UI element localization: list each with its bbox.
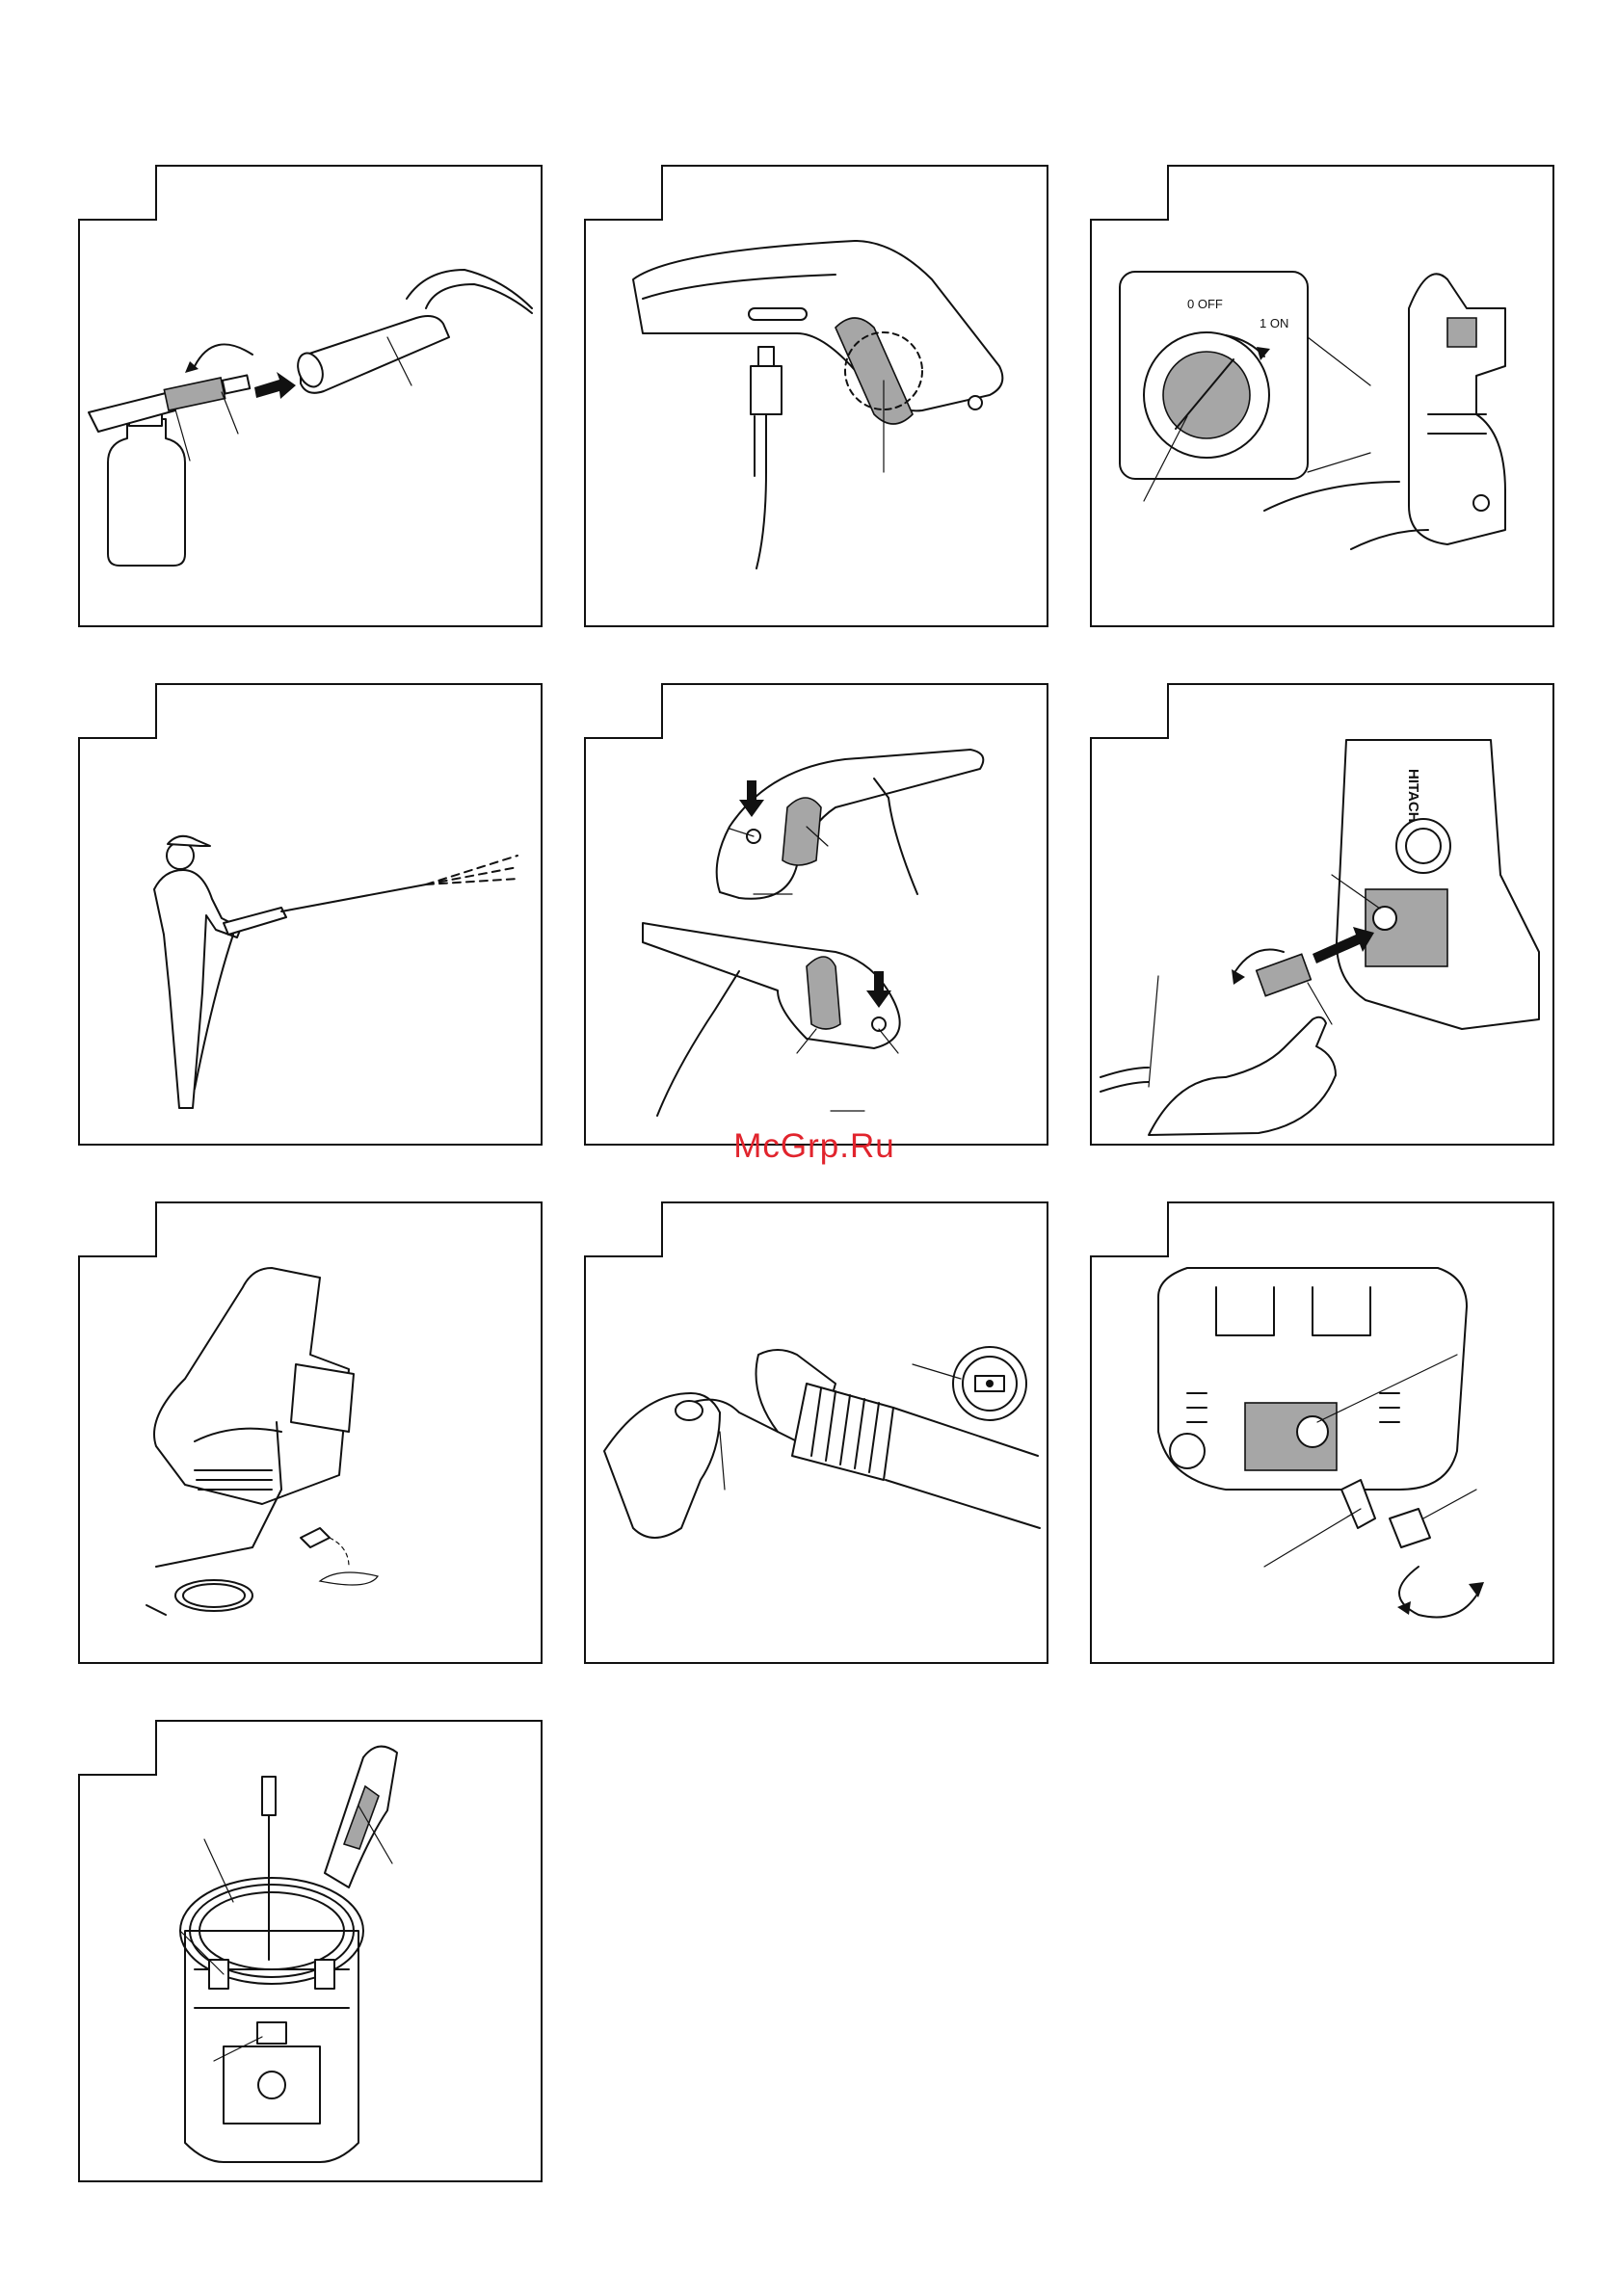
figure-panel-2 bbox=[585, 164, 1048, 626]
figure-1-drawing bbox=[79, 164, 542, 626]
figure-panel-3: 0 OFF 1 ON bbox=[1091, 164, 1553, 626]
rotate-arrow-icon bbox=[1399, 1567, 1476, 1618]
figure-5-drawing bbox=[585, 682, 1048, 1145]
figure-4-drawing bbox=[79, 682, 542, 1145]
arrow-icon bbox=[254, 372, 296, 399]
rotate-arrow-icon bbox=[195, 344, 252, 366]
figure-panel-4 bbox=[79, 682, 542, 1145]
figure-8-drawing bbox=[585, 1201, 1048, 1663]
figure-10-drawing bbox=[79, 1719, 542, 2181]
switch-on-label: 1 ON bbox=[1260, 316, 1288, 330]
footer-divider bbox=[0, 2288, 1618, 2290]
figure-panel-8 bbox=[585, 1201, 1048, 1663]
figure-2-drawing bbox=[585, 164, 1048, 626]
figure-7-drawing bbox=[79, 1201, 542, 1663]
figure-6-drawing: HITACHI bbox=[1091, 682, 1553, 1145]
figure-panel-6: HITACHI bbox=[1091, 682, 1553, 1145]
figure-panel-10 bbox=[79, 1719, 542, 2181]
brand-label: HITACHI bbox=[1405, 769, 1421, 827]
figure-panel-5 bbox=[585, 682, 1048, 1145]
watermark-text: McGrp.Ru bbox=[718, 1127, 911, 1166]
figure-panel-7 bbox=[79, 1201, 542, 1663]
figure-panel-1 bbox=[79, 164, 542, 626]
figure-frame bbox=[79, 684, 542, 1145]
figure-panel-9 bbox=[1091, 1201, 1553, 1663]
figure-9-drawing bbox=[1091, 1201, 1553, 1663]
figure-3-drawing: 0 OFF 1 ON bbox=[1091, 164, 1553, 626]
switch-off-label: 0 OFF bbox=[1187, 297, 1223, 311]
